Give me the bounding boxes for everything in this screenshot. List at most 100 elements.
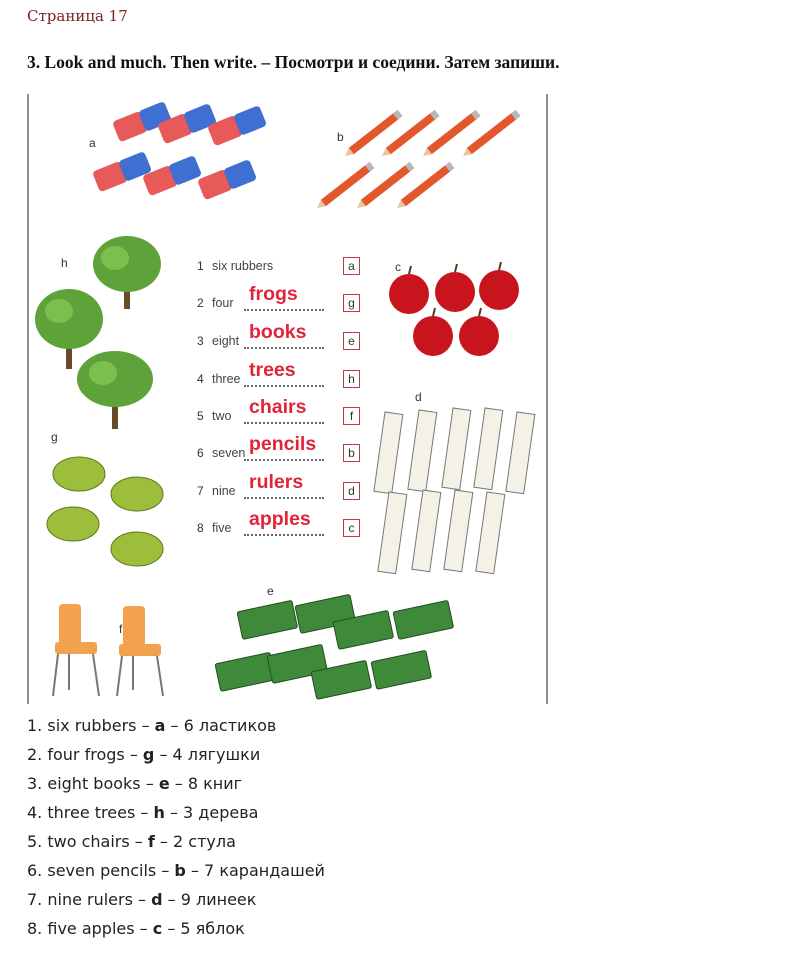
exercise-answer: rulers	[249, 471, 304, 493]
answer-letter: g	[142, 745, 155, 764]
answer-line: 1. six rubbers – a – 6 ластиков	[27, 715, 325, 744]
exercise-row: 4 three trees h	[197, 359, 372, 388]
exercise-row: 2 four frogs g	[197, 283, 372, 312]
exercise-letter-box: f	[343, 407, 360, 425]
answer-number: 7.	[27, 890, 43, 909]
exercise-letter-box: c	[343, 519, 360, 537]
exercise-number: 5	[197, 409, 204, 423]
exercise-number: 4	[197, 372, 204, 386]
answer-separator: –	[134, 919, 153, 938]
exercise-letter-box: e	[343, 332, 360, 350]
label-a: a	[89, 136, 96, 150]
answer-translation: 4 лягушки	[172, 745, 261, 764]
answer-letter: e	[158, 774, 170, 793]
chairs-illustration	[52, 604, 164, 697]
answer-separator: –	[129, 832, 148, 851]
apples-illustration	[389, 261, 519, 356]
answer-line: 6. seven pencils – b – 7 карандашей	[27, 860, 325, 889]
answer-line: 7. nine rulers – d – 9 линеек	[27, 889, 325, 918]
rulers-illustration	[373, 407, 536, 575]
pencils-illustration	[317, 109, 521, 208]
answer-line: 5. two chairs – f – 2 стула	[27, 831, 325, 860]
answer-separator: –	[124, 745, 143, 764]
answer-separator: –	[162, 890, 181, 909]
answer-blank	[244, 347, 324, 349]
label-f: f	[119, 622, 123, 636]
answer-phrase: seven pencils	[47, 861, 157, 880]
answer-blank	[244, 497, 324, 499]
answer-number: 2.	[27, 745, 43, 764]
worksheet-illustrations	[35, 102, 536, 700]
answer-translation: 7 карандашей	[204, 861, 325, 880]
answer-line: 8. five apples – c – 5 яблок	[27, 918, 325, 947]
answer-letter: c	[152, 919, 163, 938]
worksheet-frame-right	[546, 94, 548, 704]
answer-separator: –	[135, 803, 154, 822]
exercise-answer: chairs	[249, 396, 307, 418]
answer-separator: –	[164, 803, 184, 822]
answer-translation: 5 яблок	[180, 919, 245, 938]
label-h: h	[61, 256, 68, 270]
exercise-prompt: nine	[212, 484, 236, 498]
answer-line: 4. three trees – h – 3 дерева	[27, 802, 325, 831]
label-d: d	[415, 390, 422, 404]
exercise-prompt: three	[212, 372, 241, 386]
exercise-prompt: five	[212, 521, 232, 535]
rubbers-illustration	[93, 102, 266, 200]
answer-phrase: four frogs	[47, 745, 125, 764]
answer-phrase: eight books	[47, 774, 141, 793]
answer-number: 3.	[27, 774, 43, 793]
exercise-row: 6 seven pencils b	[197, 433, 372, 462]
answer-blank	[244, 534, 324, 536]
answer-phrase: two chairs	[47, 832, 130, 851]
answer-phrase: three trees	[47, 803, 136, 822]
answer-blank	[244, 309, 324, 311]
answer-separator: –	[156, 861, 175, 880]
exercise-prompt: seven	[212, 446, 246, 460]
answer-separator: –	[132, 890, 152, 909]
answer-separator: –	[154, 745, 173, 764]
frogs-illustration	[46, 456, 164, 567]
exercise-row: 3 eight books e	[197, 321, 372, 350]
label-g: g	[51, 430, 58, 444]
exercise-row: 7 nine rulers d	[197, 471, 372, 500]
answer-separator: –	[162, 919, 181, 938]
exercise-row: 1 six rubbers a	[197, 253, 372, 275]
answer-letter: a	[154, 716, 166, 735]
answer-translation: 2 стула	[173, 832, 236, 851]
answer-separator: –	[140, 774, 159, 793]
answer-translation: 6 ластиков	[183, 716, 277, 735]
answer-translation: 8 книг	[187, 774, 243, 793]
answers-list: 1. six rubbers – a – 6 ластиков 2. four …	[27, 715, 325, 947]
exercise-number: 8	[197, 521, 204, 535]
answer-number: 6.	[27, 861, 43, 880]
label-e: e	[267, 584, 274, 598]
answer-number: 8.	[27, 919, 43, 938]
answer-line: 2. four frogs – g – 4 лягушки	[27, 744, 325, 773]
answer-line: 3. eight books – e – 8 книг	[27, 773, 325, 802]
answer-phrase: five apples	[47, 919, 135, 938]
label-b: b	[337, 130, 344, 144]
exercise-answer: trees	[249, 359, 296, 381]
answer-letter: f	[147, 832, 155, 851]
exercise-letter-box: g	[343, 294, 360, 312]
exercise-row: 8 five apples c	[197, 508, 372, 537]
label-c: c	[395, 260, 401, 274]
exercise-prompt: four	[212, 296, 234, 310]
exercise-letter-box: h	[343, 370, 360, 388]
exercise-number: 6	[197, 446, 204, 460]
answer-separator: –	[169, 774, 188, 793]
page-title: Страница 17	[27, 7, 128, 25]
answer-blank	[244, 385, 324, 387]
exercise-letter-box: d	[343, 482, 360, 500]
answer-blank	[244, 422, 324, 424]
answer-number: 5.	[27, 832, 43, 851]
exercise-answer: books	[249, 321, 307, 343]
exercise-number: 7	[197, 484, 204, 498]
answer-blank	[244, 459, 324, 461]
answer-separator: –	[154, 832, 174, 851]
answer-letter: d	[151, 890, 163, 909]
trees-illustration	[35, 236, 161, 429]
answer-number: 4.	[27, 803, 43, 822]
answer-number: 1.	[27, 716, 43, 735]
